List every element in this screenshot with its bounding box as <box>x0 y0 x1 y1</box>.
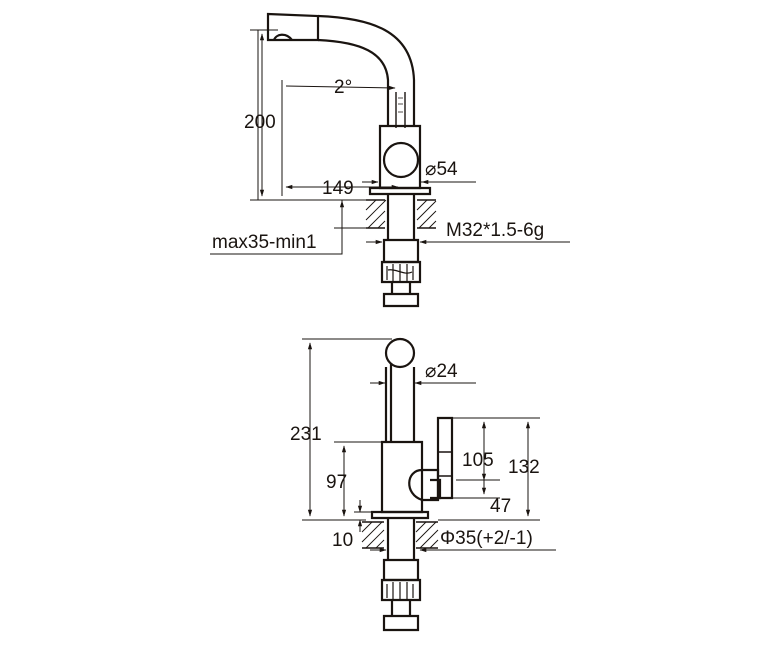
top-countertop-hatch <box>365 199 437 229</box>
top-spout-outline <box>266 12 432 196</box>
total-231-label: 231 <box>290 424 322 445</box>
base-10-label: 10 <box>332 530 353 551</box>
dim-body-97: 97 <box>326 441 382 517</box>
dim-thread: M32*1.5-6g <box>366 220 570 245</box>
diameter-54-label: ⌀54 <box>425 159 458 180</box>
bottom-countertop-hatch <box>361 521 439 549</box>
handle-132-label: 132 <box>508 457 540 478</box>
dim-total-231: 231 <box>290 338 392 521</box>
top-shank <box>380 194 422 308</box>
dim-diameter-54: ⌀54 <box>362 159 476 185</box>
bottom-shank <box>380 518 422 632</box>
diameter-24-label: ⌀24 <box>425 361 458 382</box>
dim-countertop: max35-min1 <box>210 200 366 255</box>
dim-reach-149: 149 <box>285 178 399 199</box>
height-200-label: 200 <box>244 112 276 133</box>
dim-base-10: 10 <box>332 500 372 551</box>
dim-handle-132: 132 <box>438 421 540 521</box>
body-97-label: 97 <box>326 472 347 493</box>
thread-label: M32*1.5-6g <box>446 220 544 241</box>
top-view: 200 2° 149 ⌀54 M32*1.5-6g <box>210 12 570 308</box>
dim-handle-47: 47 <box>456 466 511 517</box>
handle-47-label: 47 <box>490 496 511 517</box>
bottom-faucet-outline <box>370 337 454 520</box>
reach-149-label: 149 <box>322 178 354 199</box>
handle-105-label: 105 <box>462 450 494 471</box>
dim-angle: 2° <box>281 77 396 196</box>
dim-handle-105: 105 <box>452 417 540 499</box>
angle-label: 2° <box>334 77 352 98</box>
dim-hole-35: Φ35(+2/-1) <box>370 528 556 553</box>
dim-diameter-24: ⌀24 <box>370 361 476 386</box>
dim-height-200: 200 <box>244 29 368 201</box>
countertop-label: max35-min1 <box>212 232 317 253</box>
hole-35-label: Φ35(+2/-1) <box>440 528 533 549</box>
bottom-view: 231 ⌀24 97 10 Φ35(+2/-1) <box>290 337 556 632</box>
